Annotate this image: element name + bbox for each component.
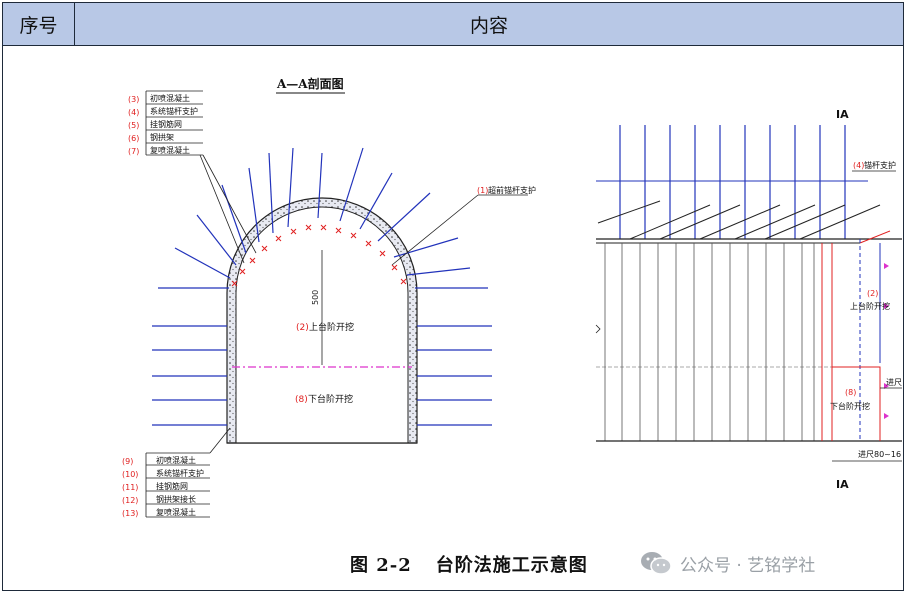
lining-strips xyxy=(604,243,815,441)
right-vertical-bolts xyxy=(619,125,846,239)
advance-red-line xyxy=(859,230,891,244)
watermark-text: 公众号 · 艺铭学社 xyxy=(680,555,816,576)
top-label-num-0: (3) xyxy=(128,95,139,104)
right-bolt-text: 锚杆支护 xyxy=(864,160,896,170)
bottom-label-text-3: 钢拱架接长 xyxy=(156,494,196,504)
table-header: 序号 内容 xyxy=(3,3,903,46)
top-label-num-3: (6) xyxy=(128,134,139,143)
top-label-num-4: (7) xyxy=(128,147,139,156)
upper-bench-num: (2) xyxy=(296,323,309,333)
pink-markers xyxy=(884,263,889,419)
dim-500: 500 xyxy=(311,290,320,305)
right-section-bottom-mark: IA xyxy=(836,478,849,491)
side-bolts xyxy=(152,325,492,426)
right-upper-num: (2) xyxy=(867,289,878,298)
figure-title: 台阶法施工示意图 xyxy=(435,555,588,576)
right-section-top-mark: IA xyxy=(836,108,849,121)
table-frame: 序号 内容 xyxy=(2,2,904,591)
advance-2-label: 进尺80~16 xyxy=(858,450,901,459)
top-label-stack: (3) 初喷混凝土 (4) 系统锚杆支护 (5) 挂钢筋网 (6) 钢拱架 (7… xyxy=(128,90,257,264)
top-label-num-2: (5) xyxy=(128,121,139,130)
bottom-label-num-0: (9) xyxy=(122,457,133,466)
bottom-label-text-2: 挂钢筋网 xyxy=(156,481,188,491)
right-upper-text: 上台阶开挖 xyxy=(850,301,890,311)
lower-bench-outline xyxy=(832,366,881,441)
top-label-text-0: 初喷混凝土 xyxy=(150,93,190,103)
crown-bolts xyxy=(158,147,488,289)
bottom-label-num-3: (12) xyxy=(122,496,138,505)
right-inclined-bolts xyxy=(597,200,881,240)
advance-1-label: 进尺 xyxy=(886,378,902,387)
break-mark xyxy=(595,324,601,334)
lower-bench-text: 下台阶开挖 xyxy=(308,393,353,405)
right-lower-num: (8) xyxy=(845,388,856,397)
figure-number: 图 2-2 xyxy=(350,555,412,576)
right-lower-text: 下台阶开挖 xyxy=(830,401,870,411)
advance-bolt-num: (1) xyxy=(477,186,488,195)
watermark: 公众号 · 艺铭学社 xyxy=(640,549,815,577)
lower-bench-num: (8) xyxy=(295,395,308,405)
header-seq-cell: 序号 xyxy=(3,3,75,45)
advance-bolt-marks xyxy=(231,224,407,287)
bottom-label-num-4: (13) xyxy=(122,509,138,518)
advance-bolt-text: 超前锚杆支护 xyxy=(488,185,536,195)
figure-caption: 图 2-2 台阶法施工示意图 xyxy=(350,551,588,577)
right-bolt-num: (4) xyxy=(853,161,864,170)
top-label-text-1: 系统锚杆支护 xyxy=(150,106,198,116)
bottom-label-stack: (9) 初喷混凝土 (10) 系统锚杆支护 (11) 挂钢筋网 (12) 钢拱架… xyxy=(122,427,231,518)
left-section-title: A—A剖面图 xyxy=(276,76,344,91)
bottom-label-num-2: (11) xyxy=(122,483,138,492)
bottom-label-num-1: (10) xyxy=(122,470,138,479)
top-label-num-1: (4) xyxy=(128,108,139,117)
advance-bolt-label: (1) 超前锚杆支护 xyxy=(391,185,536,266)
bottom-label-text-4: 复喷混凝土 xyxy=(156,507,196,517)
construction-diagram: A—A剖面图 xyxy=(122,76,902,518)
top-label-text-4: 复喷混凝土 xyxy=(150,145,190,155)
top-label-text-2: 挂钢筋网 xyxy=(150,119,182,129)
left-section: A—A剖面图 xyxy=(122,76,536,518)
header-content-cell: 内容 xyxy=(469,14,508,37)
wechat-icon xyxy=(641,552,672,575)
bottom-label-text-1: 系统锚杆支护 xyxy=(156,468,204,478)
upper-bench-text: 上台阶开挖 xyxy=(309,321,354,333)
right-section: IA IA xyxy=(595,108,902,491)
bottom-label-text-0: 初喷混凝土 xyxy=(156,455,196,465)
top-label-text-3: 钢拱架 xyxy=(150,132,174,142)
